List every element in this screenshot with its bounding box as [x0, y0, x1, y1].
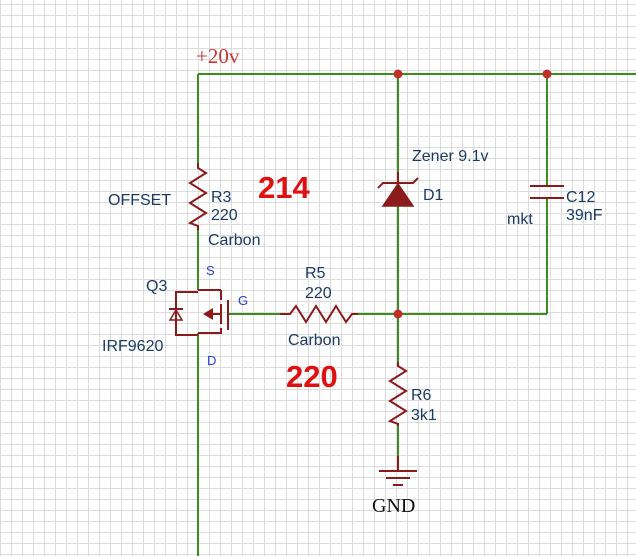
- r6-value: 3k1: [411, 407, 437, 424]
- c12-type: mkt: [507, 211, 533, 228]
- q3-ref: Q3: [146, 278, 167, 295]
- r5-type: Carbon: [288, 332, 340, 349]
- c12-ref: C12: [566, 189, 595, 206]
- q3-pin-g: G: [238, 293, 248, 308]
- q3-pin-s: S: [206, 263, 215, 278]
- junction-dot-gate-node: [393, 309, 403, 319]
- r3-ref: R3: [211, 189, 232, 206]
- c12-capacitor-symbol[interactable]: [530, 185, 564, 199]
- r3-value: 220: [211, 207, 238, 224]
- q3-mosfet-symbol[interactable]: [168, 289, 229, 336]
- d1-zener-symbol[interactable]: [377, 172, 419, 207]
- r3-resistor-symbol[interactable]: [187, 163, 208, 230]
- r5-resistor-symbol[interactable]: [280, 304, 358, 324]
- r5-measured-annotation: 220: [286, 359, 338, 394]
- wires: [197, 73, 636, 556]
- r5-value: 220: [305, 285, 332, 302]
- junction-dot-d1-top: [393, 69, 403, 79]
- ground-label: GND: [372, 495, 415, 517]
- r3-label-offset: OFFSET: [108, 192, 171, 209]
- supply-label: +20v: [196, 44, 240, 68]
- d1-value: Zener 9.1v: [412, 148, 488, 165]
- q3-pin-d: D: [207, 353, 216, 368]
- d1-ref: D1: [423, 187, 444, 204]
- c12-value: 39nF: [566, 207, 603, 224]
- r3-type: Carbon: [208, 232, 260, 249]
- junction-dot-c12-top: [542, 69, 552, 79]
- r6-ref: R6: [411, 387, 432, 404]
- q3-part: IRF9620: [102, 338, 163, 355]
- r3-measured-annotation: 214: [258, 170, 310, 205]
- ground-symbol: [379, 456, 417, 486]
- r6-resistor-symbol[interactable]: [387, 362, 408, 426]
- r5-ref: R5: [305, 265, 326, 282]
